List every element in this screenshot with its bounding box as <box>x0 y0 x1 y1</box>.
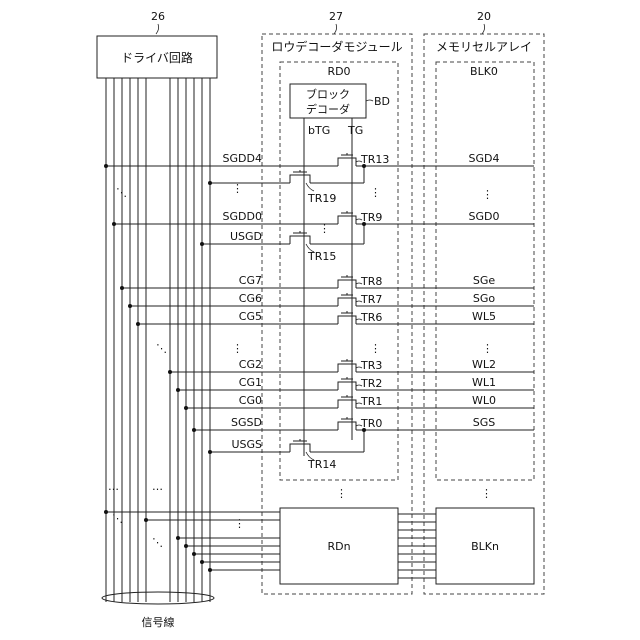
ref-decoder: 27 <box>329 10 343 23</box>
ellipsis-left-mid: ⋮ <box>232 342 243 355</box>
block-decoder-ref: BD <box>374 95 390 108</box>
transistor-label-sgsd: TR0 <box>360 417 382 430</box>
rdn-dots-a: ⋱ <box>112 512 123 525</box>
array-line-label-sgdd0: SGD0 <box>469 210 500 223</box>
tg-label: TG <box>347 124 363 137</box>
transistor-label-cg7: TR8 <box>360 275 382 288</box>
array-line-label-cg7: SGe <box>473 274 496 287</box>
rdn-label: RDn <box>327 540 350 553</box>
row-label-cg6: CG6 <box>239 292 262 305</box>
ellipsis-array-mid: ⋮ <box>482 342 493 355</box>
row-label-cg5: CG5 <box>239 310 262 323</box>
bundle-dots-left: ⋱ <box>116 186 127 199</box>
row-label-cg0: CG0 <box>239 394 262 407</box>
block-decoder-line2: デコーダ <box>306 102 350 116</box>
transistor-label-sgdd4: TR13 <box>360 153 389 166</box>
signal-lines-label: 信号線 <box>142 615 175 629</box>
transistors-btg <box>290 170 314 460</box>
rd0-label: RD0 <box>327 65 350 78</box>
row-label-cg1: CG1 <box>239 376 262 389</box>
btg-label: bTG <box>308 124 330 137</box>
ref-driver: 26 <box>151 10 165 23</box>
junction-dots <box>104 164 366 454</box>
transistor-label-cg6: TR7 <box>360 293 382 306</box>
bundle-dots-low-left: … <box>108 480 119 493</box>
ellipsis-array-top: ⋮ <box>482 188 493 201</box>
array-module-title: メモリセルアレイ <box>436 40 532 54</box>
block-decoder-line1: ブロック <box>306 87 350 101</box>
driver-circuit-title: ドライバ回路 <box>121 50 193 65</box>
array-line-label-cg2: WL2 <box>472 358 496 371</box>
transistor-label-usgs: TR14 <box>307 458 336 471</box>
transistor-label-cg2: TR3 <box>360 359 382 372</box>
ellipsis-left-top: ⋮ <box>232 182 243 195</box>
ellipsis-tg-top: ⋮ <box>370 186 381 199</box>
array-line-label-cg6: SGo <box>473 292 496 305</box>
transistors-tg <box>338 153 362 430</box>
rdn-input-lines <box>106 512 280 570</box>
decoder-module-title: ロウデコーダモジュール <box>271 39 402 54</box>
row-label-usgs: USGS <box>231 438 262 451</box>
array-line-label-cg5: WL5 <box>472 310 496 323</box>
blkn-label: BLKn <box>471 540 499 553</box>
ref-array: 20 <box>477 10 491 23</box>
rdn-dots-b: ⋱ <box>152 536 163 549</box>
array-line-label-sgsd: SGS <box>473 416 496 429</box>
row-label-sgdd0: SGDD0 <box>223 210 262 223</box>
transistor-label-cg5: TR6 <box>360 311 382 324</box>
row-label-cg2: CG2 <box>239 358 262 371</box>
ellipsis-array-bottom: ⋮ <box>481 487 492 500</box>
signal-line-bundle-ring <box>102 592 214 604</box>
ellipsis-bundle-bottom: ⋮ <box>234 517 245 530</box>
row-label-sgdd4: SGDD4 <box>223 152 262 165</box>
row-label-usgd: USGD <box>230 230 262 243</box>
ellipsis-tg-mid: ⋮ <box>370 342 381 355</box>
row-label-sgsd: SGSD <box>231 416 262 429</box>
blk0-label: BLK0 <box>470 65 498 78</box>
transistor-label-cg1: TR2 <box>360 377 382 390</box>
transistor-label-cg0: TR1 <box>360 395 382 408</box>
transistor-label-sgdd0: TR9 <box>360 211 382 224</box>
ellipsis-decoder-bottom: ⋮ <box>336 487 347 500</box>
bundle-dots-low-right: … <box>152 480 163 493</box>
array-line-label-sgdd4: SGD4 <box>469 152 500 165</box>
array-line-label-cg0: WL0 <box>472 394 496 407</box>
bundle-dots-mid: ⋱ <box>156 342 167 355</box>
array-line-label-cg1: WL1 <box>472 376 496 389</box>
transistor-label-usgd: TR15 <box>307 250 336 263</box>
ellipsis-mid-usgd: ⋮ <box>319 222 330 235</box>
rdn-blkn-bus <box>398 514 436 578</box>
row-label-cg7: CG7 <box>239 274 262 287</box>
row-labels: SGDD4TR13SGD4SGDD0TR9SGD0USGDTR15CG7TR8S… <box>223 152 500 471</box>
transistor-label-tr19: TR19 <box>307 192 336 205</box>
